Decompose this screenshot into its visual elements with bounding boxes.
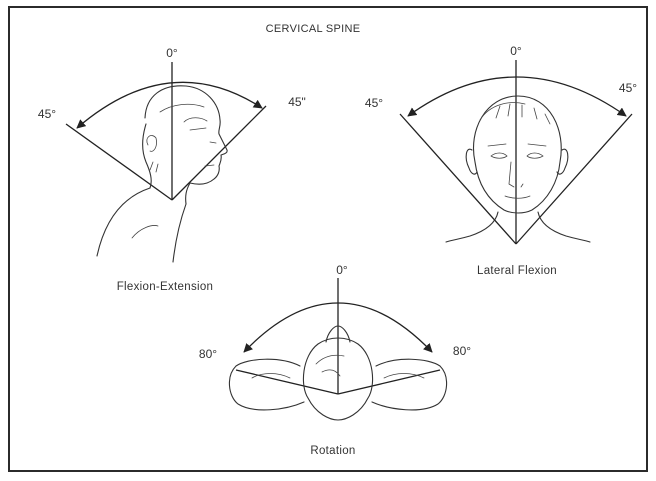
right-lateral-limit-line (516, 114, 632, 244)
flexion-extension-arc (77, 82, 262, 128)
flexion-extension-panel: 0° 45° 45" Flexion-Extension (38, 46, 306, 293)
flexion-limit-line (66, 124, 172, 200)
rotation-right-label: 80° (453, 344, 471, 358)
lateral-right-label: 45° (619, 81, 637, 95)
right-rotation-limit-line (338, 370, 440, 394)
lateral-flexion-panel: 0° 45° 45° Lateral Flexion (365, 44, 637, 277)
rotation-left-label: 80° (199, 347, 217, 361)
left-lateral-limit-line (400, 114, 516, 244)
rotation-caption: Rotation (310, 445, 355, 457)
flexion-zero-label: 0° (166, 46, 178, 60)
extension-right-label: 45" (288, 95, 306, 109)
frontal-face-sketch (446, 96, 590, 242)
lateral-left-label: 45° (365, 96, 383, 110)
left-rotation-limit-line (236, 370, 338, 394)
lateral-zero-label: 0° (510, 44, 522, 58)
flexion-extension-caption: Flexion-Extension (117, 281, 214, 293)
flexion-left-label: 45° (38, 107, 56, 121)
head-profile-sketch (97, 86, 227, 262)
rotation-panel: 0° 80° 80° Rotation (199, 263, 471, 457)
lateral-flexion-caption: Lateral Flexion (477, 265, 557, 277)
figure-title: CERVICAL SPINE (266, 23, 361, 35)
rotation-zero-label: 0° (336, 263, 348, 277)
